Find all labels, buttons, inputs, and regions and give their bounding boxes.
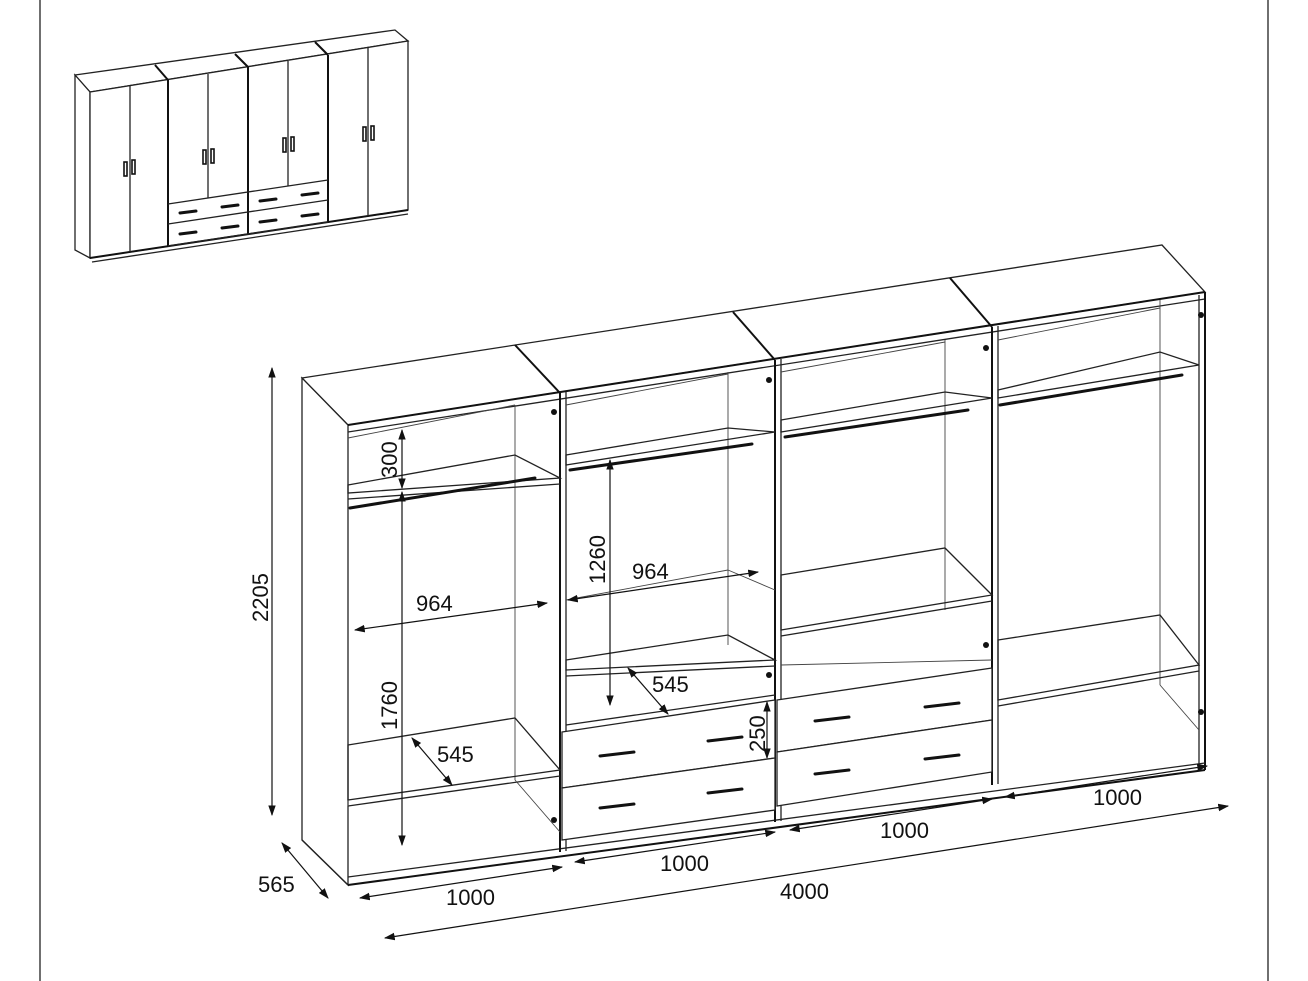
middle-hanging-height-label: 1260 — [585, 535, 610, 584]
total-width-label: 4000 — [780, 879, 829, 904]
top-shelf-clearance-label: 300 — [377, 441, 402, 478]
left-hanging-height-label: 1760 — [377, 681, 402, 730]
page-frame — [39, 0, 1269, 981]
drawer-height-label: 250 — [745, 715, 770, 752]
wardrobe-main — [300, 244, 1207, 887]
inner-width-left-label: 964 — [416, 591, 453, 616]
shelf-depth-left-label: 545 — [437, 742, 474, 767]
total-height-label: 2205 — [248, 573, 273, 622]
module-width-3-label: 1000 — [880, 818, 929, 843]
module-width-2-label: 1000 — [660, 851, 709, 876]
inner-width-middle-label: 964 — [632, 559, 669, 584]
dimension-lines — [268, 366, 1230, 941]
module-width-4-label: 1000 — [1093, 785, 1142, 810]
module-width-1-label: 1000 — [446, 885, 495, 910]
depth-label: 565 — [258, 872, 295, 897]
dimension-labels: 2205 565 4000 1000 1000 1000 1000 300 17… — [248, 441, 1142, 910]
wardrobe-thumbnail — [73, 29, 410, 263]
shelf-depth-middle-label: 545 — [652, 672, 689, 697]
